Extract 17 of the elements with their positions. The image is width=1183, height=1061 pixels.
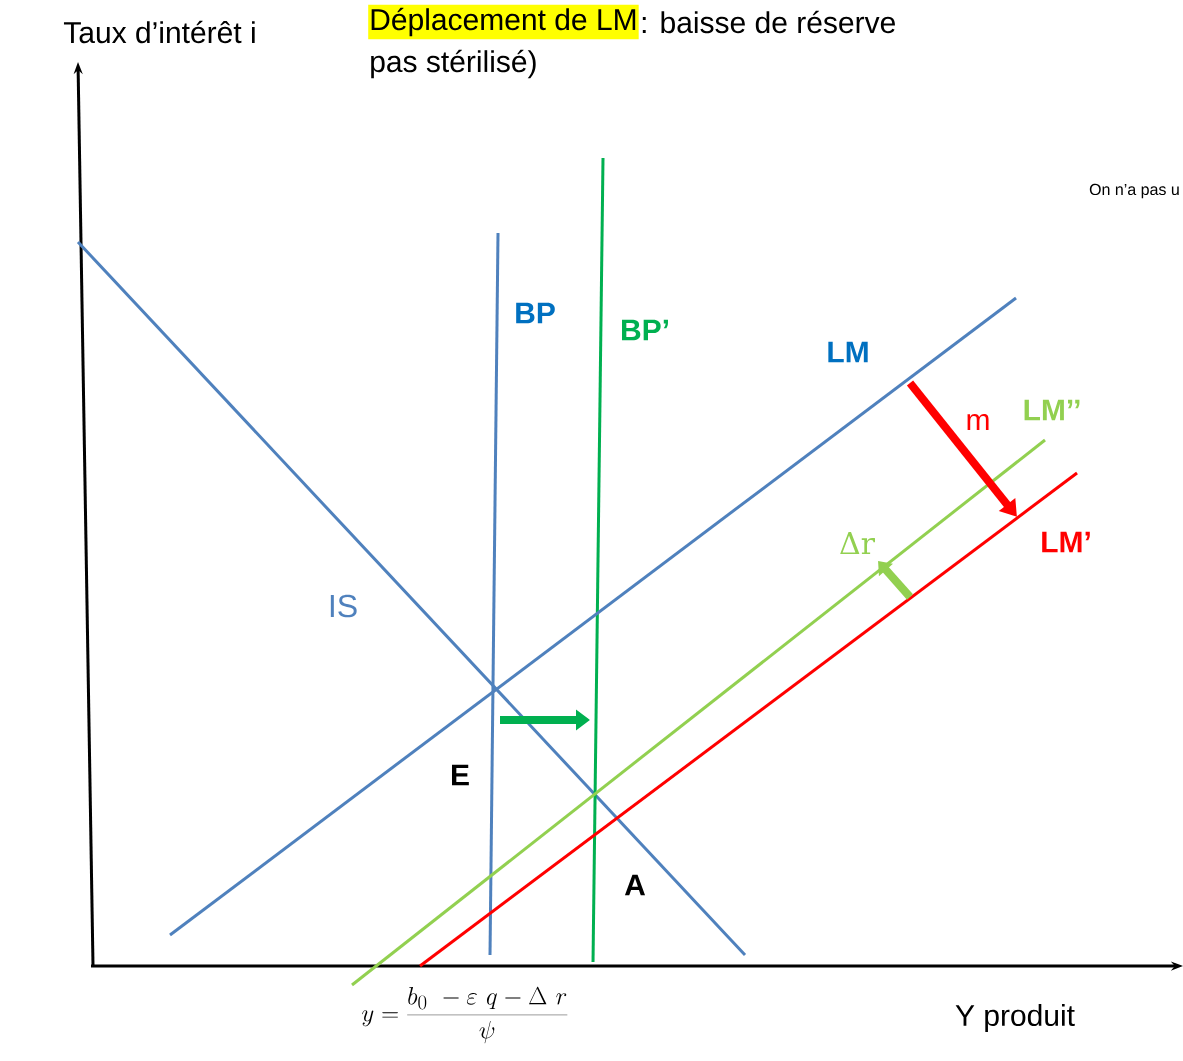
curve-label: IS [330, 594, 357, 618]
highlighted-heading: Déplacement de LM [368, 4, 639, 40]
shift-label: Δr [840, 532, 875, 554]
curve-label: BP [516, 302, 555, 324]
curve-label: BP’ [622, 319, 668, 341]
curve-label: LM [828, 341, 868, 363]
axis-label: Taux d’intérêt i [63, 20, 255, 44]
curve-label: LM’ [1042, 531, 1090, 553]
shift-label: m [967, 413, 989, 431]
curve-label: LM’’ [1024, 399, 1080, 421]
formula: $y = \frac{b_0\ - \varepsilon\ q - \Delta\ r}{\psi}$ [362, 986, 568, 1044]
note-text: On n’a pas u [1089, 183, 1179, 199]
point-label: A [624, 874, 646, 896]
heading-text: : baisse de réserve [642, 10, 895, 34]
heading-text: pas stérilisé) [371, 49, 536, 79]
axis-label: Y produit [955, 1004, 1075, 1032]
point-label: E [452, 764, 469, 786]
